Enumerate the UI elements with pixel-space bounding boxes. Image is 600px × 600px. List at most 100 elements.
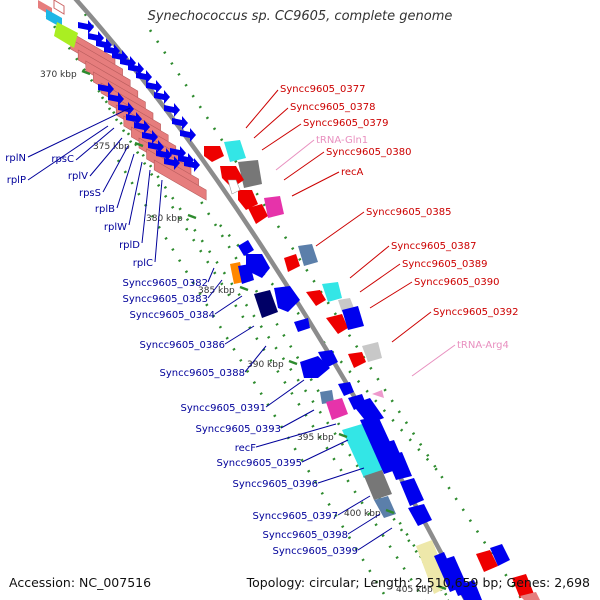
label-plus: recA [341,167,364,178]
label-plus: Syncc9605_0385 [366,207,452,218]
blue-gene [136,70,152,84]
red-gene [238,190,258,210]
blue-gene [184,158,200,172]
label-minus: Syncc9605_0398 [263,530,349,541]
label-plus: Syncc9605_0379 [303,118,389,129]
blue-gene [294,318,310,332]
label-line [349,245,390,279]
label-lines [27,89,456,551]
blue-gene [238,240,254,256]
blue-gene [338,382,354,396]
label-line [102,145,129,193]
topology-text: Topology: circular; Length: 2,510,659 bp… [246,575,590,590]
scale-tick [288,359,298,366]
gene-block [227,179,241,195]
blue-gene [78,20,94,34]
scale-label: 380 kbp [146,214,183,224]
light-gray-gene [362,342,382,362]
label-minus: rplB [95,204,115,215]
cyan-gene [224,140,246,162]
blue-gene [318,350,338,368]
label-minus: rplV [68,171,88,182]
red-gene [204,146,224,162]
scale-tick [338,432,348,439]
steel-gene [298,244,318,266]
scale-tick [187,213,197,220]
label-line [280,409,315,429]
label-minus: Syncc9605_0384 [130,310,216,321]
label-line [89,137,123,177]
blue-gene [134,120,150,134]
scale-label: 390 kbp [247,360,284,370]
label-line [128,161,143,226]
blue-gene [98,82,114,96]
red-gene [284,254,300,272]
label-line [357,527,393,551]
label-line [261,123,302,151]
label-line [317,467,365,484]
label-minus: Syncc9605_0393 [196,424,282,435]
blue-gene [118,102,134,116]
scale-tick [385,508,395,515]
blue-gene [456,580,482,600]
label-plus: Syncc9605_0389 [402,259,488,270]
label-minus: Syncc9605_0397 [253,511,339,522]
label-line [207,267,215,283]
label-plus: Syncc9605_0392 [433,307,519,318]
label-line [75,127,115,161]
blue-gene [164,103,180,117]
blue-gene [300,356,330,378]
blue-gene [164,156,180,170]
label-line [265,379,305,408]
label-minus: rplW [104,222,127,233]
label-line [337,495,371,516]
gene-features [38,0,540,600]
blue-gene [154,90,170,104]
label-minus: Syncc9605_0396 [233,479,319,490]
ribosomal-gene [520,592,540,600]
red-gene [476,550,498,572]
red-gene [220,166,244,188]
khaki-gene [416,540,450,594]
label-line [301,439,349,463]
scale-label: 375 kbp [93,142,130,152]
label-minus: Syncc9605_0383 [123,294,209,305]
label-line [359,263,401,293]
label-minus: rplD [119,240,140,251]
label-line [391,311,432,343]
blue-gene [342,306,364,330]
scale-tick [239,285,249,292]
label-minus: rplN [5,153,26,164]
label-line [214,295,243,315]
blue-gene [400,478,424,506]
scale-tick [81,69,91,76]
label-line [315,211,365,247]
label-line [224,325,255,345]
scale-label: 405 kbp [396,585,433,595]
gene-labels: rplNrplPrpsCrplVrpsSrplBrplWrplDrplCSync… [5,84,518,557]
label-plus: Syncc9605_0387 [391,241,477,252]
dot-row-3 [116,159,390,600]
label-line [27,125,109,181]
blue-gene [380,440,400,458]
blue-gene [146,80,162,94]
label-plus: Syncc9605_0380 [326,147,412,158]
blue-gene [148,140,164,154]
label-minus: Syncc9605_0399 [273,546,359,557]
label-minus: rpsS [79,188,101,199]
label-line [369,281,413,309]
map-title: Synechococcus sp. CC9605, complete genom… [147,9,453,24]
navy-gene [254,290,278,318]
scale-tick [437,584,447,591]
red-gene [512,574,534,598]
label-minus: Syncc9605_0386 [140,340,226,351]
label-plus: tRNA-Arg4 [457,340,509,351]
blue-gene [274,286,300,312]
blue-gene [490,544,510,566]
gene-block [53,0,65,15]
label-plus: tRNA-Gln1 [316,135,368,146]
gray-gene [364,470,392,500]
scale-label: 385 kbp [198,286,235,296]
label-line [116,153,135,209]
